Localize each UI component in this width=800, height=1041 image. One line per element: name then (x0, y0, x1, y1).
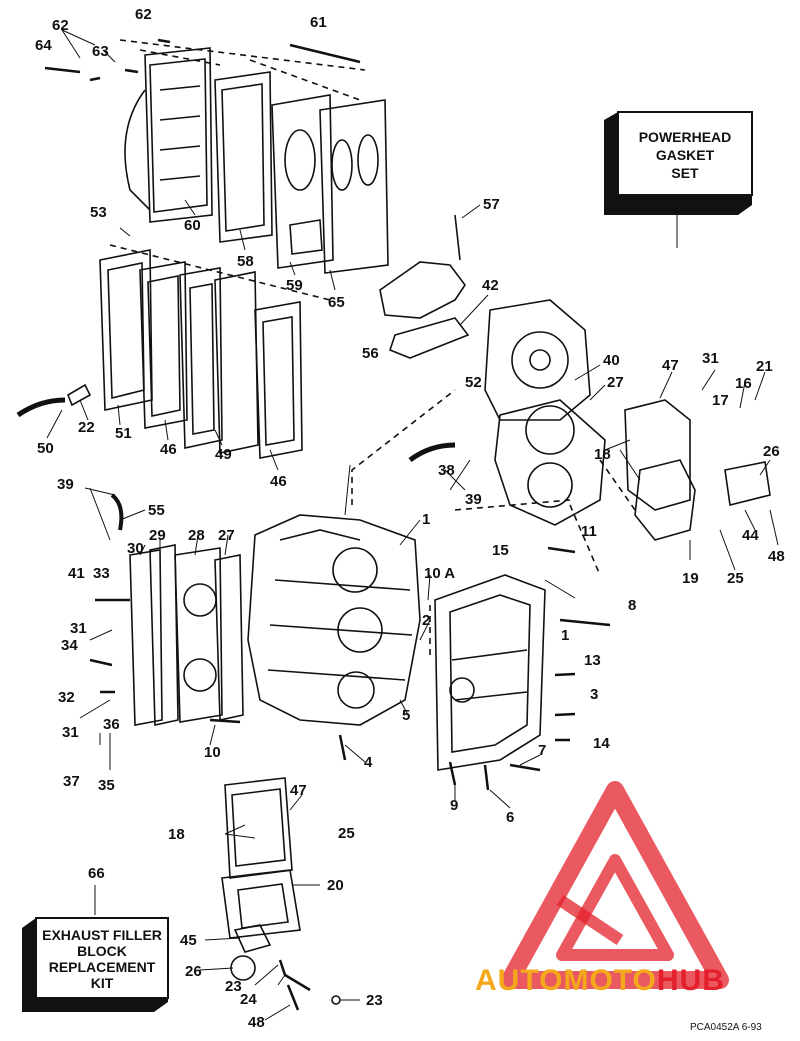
callout-label: 29 (149, 527, 166, 544)
powerhead-box-line-2: GASKET (656, 147, 715, 163)
callout-label: 62 (135, 6, 152, 23)
callout-label: 6 (506, 809, 514, 826)
callout-label: 66 (88, 865, 105, 882)
callout-label: 24 (240, 991, 257, 1008)
callout-label: 31 (70, 620, 87, 637)
callout-label: 39 (465, 491, 482, 508)
automotohub-watermark: AUTOMOTOHUB (475, 781, 729, 997)
exhaust-box-line-1: EXHAUST FILLER (42, 927, 162, 943)
callout-label: 5 (402, 707, 410, 724)
exhaust-box-line-4: KIT (91, 975, 114, 991)
watermark-text-part-2: HUB (657, 964, 725, 997)
callout-label: 25 (727, 570, 744, 587)
callout-label: 42 (482, 277, 499, 294)
callout-label: 7 (538, 742, 546, 759)
callout-label: 44 (742, 527, 759, 544)
callout-label: 2 (422, 612, 430, 629)
callout-label: 57 (483, 196, 500, 213)
callout-label: 33 (93, 565, 110, 582)
callout-numbers: 62 62 64 63 61 60 58 59 65 53 57 42 56 4… (35, 6, 785, 1031)
callout-label: 1 (561, 627, 569, 644)
callout-label: 10 A (424, 565, 455, 582)
parts-line-art (16, 29, 779, 1021)
callout-label: 41 (68, 565, 85, 582)
callout-label: 20 (327, 877, 344, 894)
callout-label: 17 (712, 392, 729, 409)
callout-label: 39 (57, 476, 74, 493)
exhaust-box-line-3: REPLACEMENT (49, 959, 156, 975)
callout-label: 65 (328, 294, 345, 311)
powerhead-gasket-set-box: POWERHEAD GASKET SET (604, 111, 753, 248)
watermark-logo-mark (501, 781, 729, 989)
exhaust-filler-kit-box: EXHAUST FILLER BLOCK REPLACEMENT KIT (22, 917, 169, 1012)
powerhead-box-line-3: SET (671, 165, 699, 181)
callout-label: 59 (286, 277, 303, 294)
callout-label: 28 (188, 527, 205, 544)
callout-label: 18 (168, 826, 185, 843)
watermark-text: AUTOMOTOHUB (475, 964, 725, 997)
callout-label: 36 (103, 716, 120, 733)
callout-label: 8 (628, 597, 636, 614)
callout-label: 13 (584, 652, 601, 669)
callout-label: 46 (270, 473, 287, 490)
callout-label: 38 (438, 462, 455, 479)
callout-label: 23 (225, 978, 242, 995)
callout-label: 27 (218, 527, 235, 544)
callout-label: 55 (148, 502, 165, 519)
callout-label: 26 (185, 963, 202, 980)
callout-label: 21 (756, 358, 773, 375)
callout-label: 16 (735, 375, 752, 392)
callout-label: 48 (768, 548, 785, 565)
powerhead-box-line-1: POWERHEAD (639, 129, 732, 145)
callout-label: 31 (62, 724, 79, 741)
callout-label: 3 (590, 686, 598, 703)
callout-label: 63 (92, 43, 109, 60)
callout-label: 47 (290, 782, 307, 799)
callout-label: 56 (362, 345, 379, 362)
callout-label: 52 (465, 374, 482, 391)
callout-label: 53 (90, 204, 107, 221)
callout-label: 35 (98, 777, 115, 794)
callout-label: 18 (594, 446, 611, 463)
callout-label: 34 (61, 637, 78, 654)
callout-label: 14 (593, 735, 610, 752)
callout-label: 22 (78, 419, 95, 436)
callout-label: 50 (37, 440, 54, 457)
drawing-code: PCA0452A 6-93 (690, 1022, 762, 1033)
callout-label: 37 (63, 773, 80, 790)
callout-label: 10 (204, 744, 221, 761)
exhaust-box-line-2: BLOCK (77, 943, 127, 959)
callout-label: 27 (607, 374, 624, 391)
callout-label: 25 (338, 825, 355, 842)
callout-label: 4 (364, 754, 373, 771)
callout-label: 58 (237, 253, 254, 270)
callout-label: 11 (581, 523, 597, 540)
callout-label: 19 (682, 570, 699, 587)
callout-label: 31 (702, 350, 719, 367)
callout-label: 61 (310, 14, 327, 31)
callout-label: 49 (215, 446, 232, 463)
callout-label: 15 (492, 542, 509, 559)
callout-label: 23 (366, 992, 383, 1009)
callout-label: 60 (184, 217, 201, 234)
callout-label: 51 (115, 425, 132, 442)
callout-label: 9 (450, 797, 458, 814)
callout-label: 62 (52, 17, 69, 34)
callout-label: 45 (180, 932, 197, 949)
callout-label: 64 (35, 37, 52, 54)
callout-label: 30 (127, 540, 144, 557)
callout-label: 47 (662, 357, 679, 374)
callout-label: 46 (160, 441, 177, 458)
callout-label: 40 (603, 352, 620, 369)
callout-label: 26 (763, 443, 780, 460)
callout-label: 1 (422, 511, 430, 528)
callout-label: 48 (248, 1014, 265, 1031)
watermark-text-part-1: AUTOMOTO (475, 964, 657, 997)
callout-label: 32 (58, 689, 75, 706)
